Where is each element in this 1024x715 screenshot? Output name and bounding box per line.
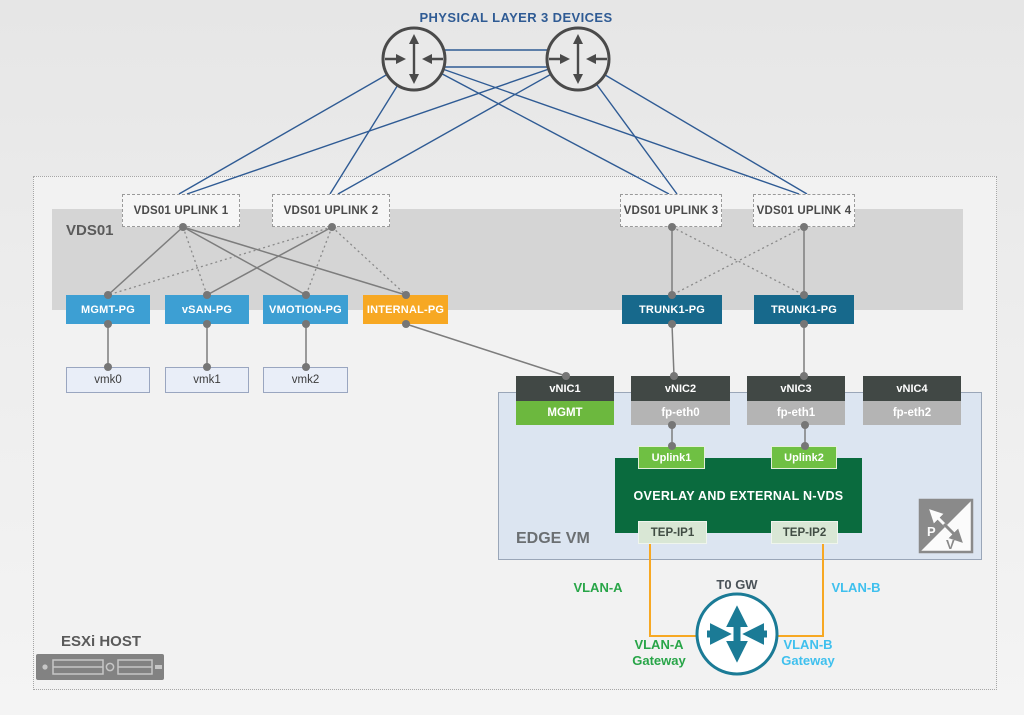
vlan-b-label: VLAN-B — [831, 580, 881, 595]
vds-uplink-4: VDS01 UPLINK 4 — [753, 194, 855, 227]
t0-gw-label: T0 GW — [716, 577, 758, 592]
vlan-b-gateway-label: VLAN-B Gateway — [763, 637, 853, 669]
nvds-uplink1: Uplink1 — [638, 446, 705, 469]
portgroup-vmotion: VMOTION-PG — [263, 295, 348, 324]
edge-vm-label: EDGE VM — [516, 530, 590, 547]
vmk2-port: vmk2 — [263, 367, 348, 393]
vlan-b-gw-line2: Gateway — [781, 653, 835, 668]
vnic2: vNIC2 — [631, 376, 730, 401]
vmk0-port: vmk0 — [66, 367, 150, 393]
iface-fpeth1: fp-eth1 — [747, 401, 845, 425]
vds-uplink-2: VDS01 UPLINK 2 — [272, 194, 390, 227]
l3-router-right-icon — [545, 26, 611, 92]
portgroup-mgmt: MGMT-PG — [66, 295, 150, 324]
iface-fpeth2: fp-eth2 — [863, 401, 961, 425]
vmk1-port: vmk1 — [165, 367, 249, 393]
esxi-host-label: ESXi HOST — [60, 633, 142, 650]
iface-mgmt: MGMT — [516, 401, 614, 425]
vds-uplink-3: VDS01 UPLINK 3 — [620, 194, 722, 227]
portgroup-vsan: vSAN-PG — [165, 295, 249, 324]
vlan-a-label: VLAN-A — [573, 580, 623, 595]
portgroup-trunk1-right: TRUNK1-PG — [754, 295, 854, 324]
vnic4: vNIC4 — [863, 376, 961, 401]
vds01-label: VDS01 — [66, 222, 114, 239]
vlan-a-gw-line1: VLAN-A — [634, 637, 684, 652]
nvds-uplink2: Uplink2 — [771, 446, 837, 469]
iface-fpeth0: fp-eth0 — [631, 401, 730, 425]
tep-ip2: TEP-IP2 — [771, 521, 838, 544]
diagram-title: PHYSICAL LAYER 3 DEVICES — [419, 10, 613, 25]
tep-ip1: TEP-IP1 — [638, 521, 707, 544]
nvds-box: OVERLAY AND EXTERNAL N-VDS — [615, 458, 862, 533]
portgroup-trunk1-left: TRUNK1-PG — [622, 295, 722, 324]
router-uplink-links — [178, 49, 808, 195]
vlan-a-gateway-label: VLAN-A Gateway — [614, 637, 704, 669]
vds-uplink-1: VDS01 UPLINK 1 — [122, 194, 240, 227]
vnic3: vNIC3 — [747, 376, 845, 401]
portgroup-internal: INTERNAL-PG — [363, 295, 448, 324]
vlan-b-gw-line1: VLAN-B — [783, 637, 833, 652]
vlan-a-gw-line2: Gateway — [632, 653, 686, 668]
l3-router-left-icon — [381, 26, 447, 92]
vnic1: vNIC1 — [516, 376, 614, 401]
